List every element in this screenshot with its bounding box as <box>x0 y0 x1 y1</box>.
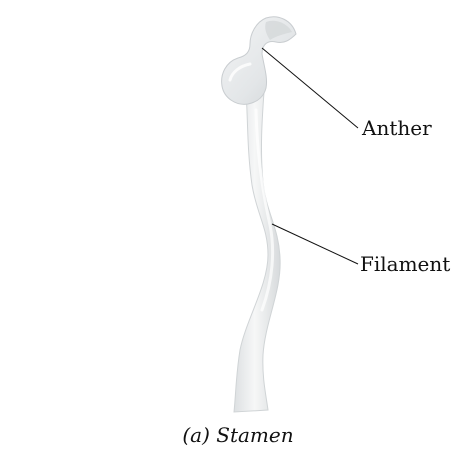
anther-label: Anther <box>362 118 432 138</box>
figure-caption: (a) Stamen <box>0 425 476 445</box>
anther-leader-line <box>262 48 358 128</box>
filament-leader-line <box>272 224 358 264</box>
filament-label: Filament <box>360 254 450 274</box>
